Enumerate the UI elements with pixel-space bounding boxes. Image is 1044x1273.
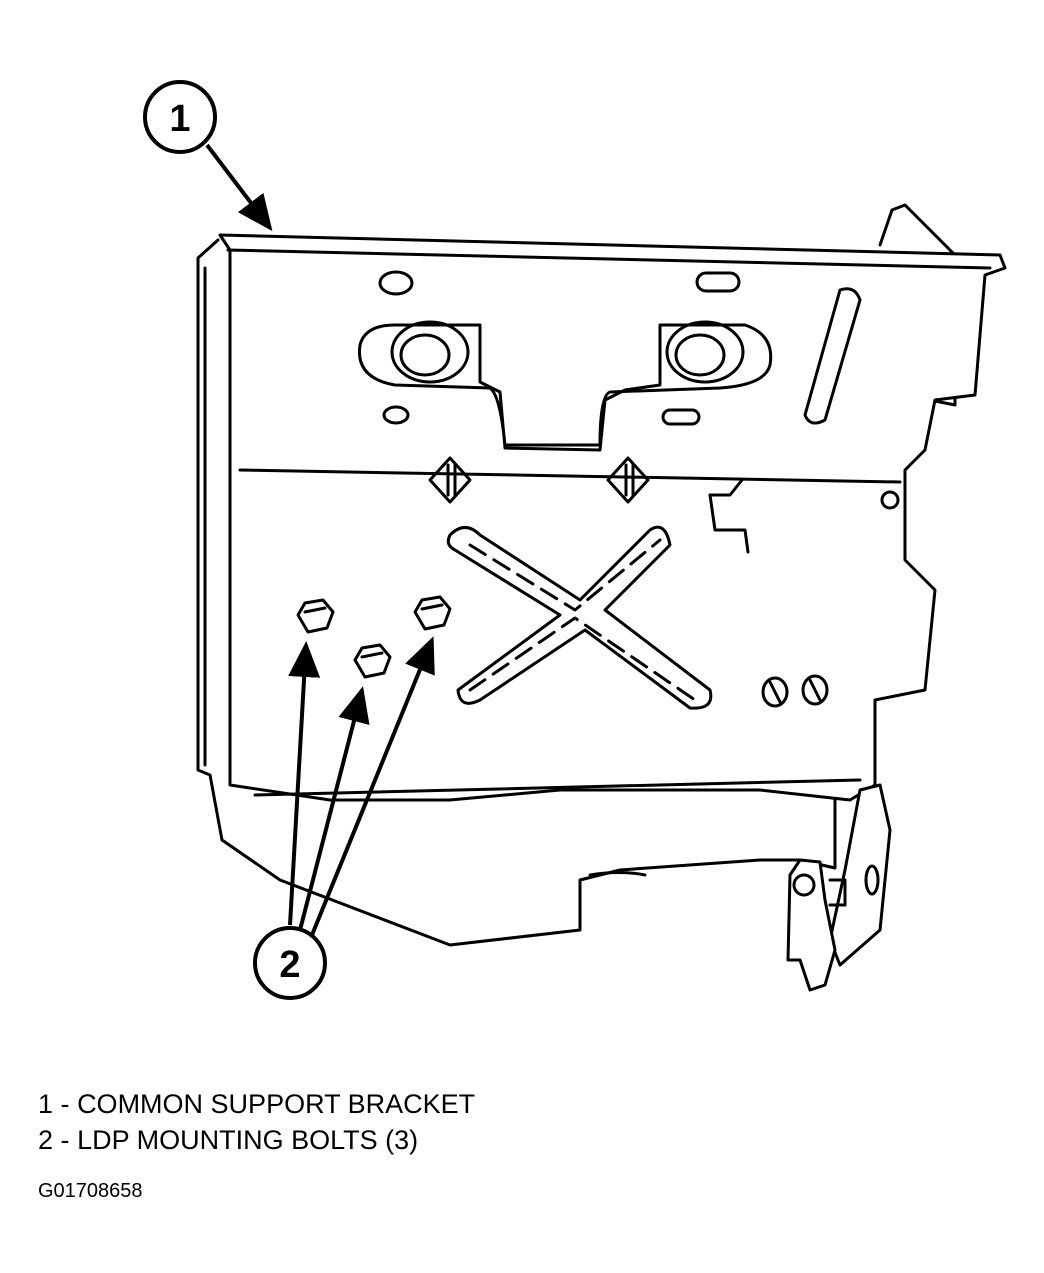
legend-item-2-number: 2 <box>38 1125 54 1155</box>
legend-item-2-label: LDP MOUNTING BOLTS (3) <box>77 1125 419 1155</box>
callout-2: 2 <box>253 636 435 1000</box>
legend-item-1-number: 1 <box>38 1089 54 1119</box>
mounting-bolt-2 <box>353 643 392 679</box>
legend-item-2-separator: - <box>60 1125 70 1155</box>
mounting-bolt-3 <box>413 595 452 631</box>
bracket-main-plate <box>218 233 1007 802</box>
bracket-illustration: 1 2 <box>143 80 1007 1000</box>
legend: 1 - COMMON SUPPORT BRACKET 2 - LDP MOUNT… <box>38 1086 475 1158</box>
callout-1-number: 1 <box>169 98 190 140</box>
legend-item-1-label: COMMON SUPPORT BRACKET <box>77 1089 476 1119</box>
mounting-bolt-1 <box>296 598 335 634</box>
legend-item-1: 1 - COMMON SUPPORT BRACKET <box>38 1086 475 1122</box>
callout-2-number: 2 <box>279 944 300 986</box>
figure-id: G01708658 <box>38 1180 143 1202</box>
callout-1: 1 <box>143 80 273 232</box>
legend-item-2: 2 - LDP MOUNTING BOLTS (3) <box>38 1122 475 1158</box>
legend-item-1-separator: - <box>60 1089 70 1119</box>
